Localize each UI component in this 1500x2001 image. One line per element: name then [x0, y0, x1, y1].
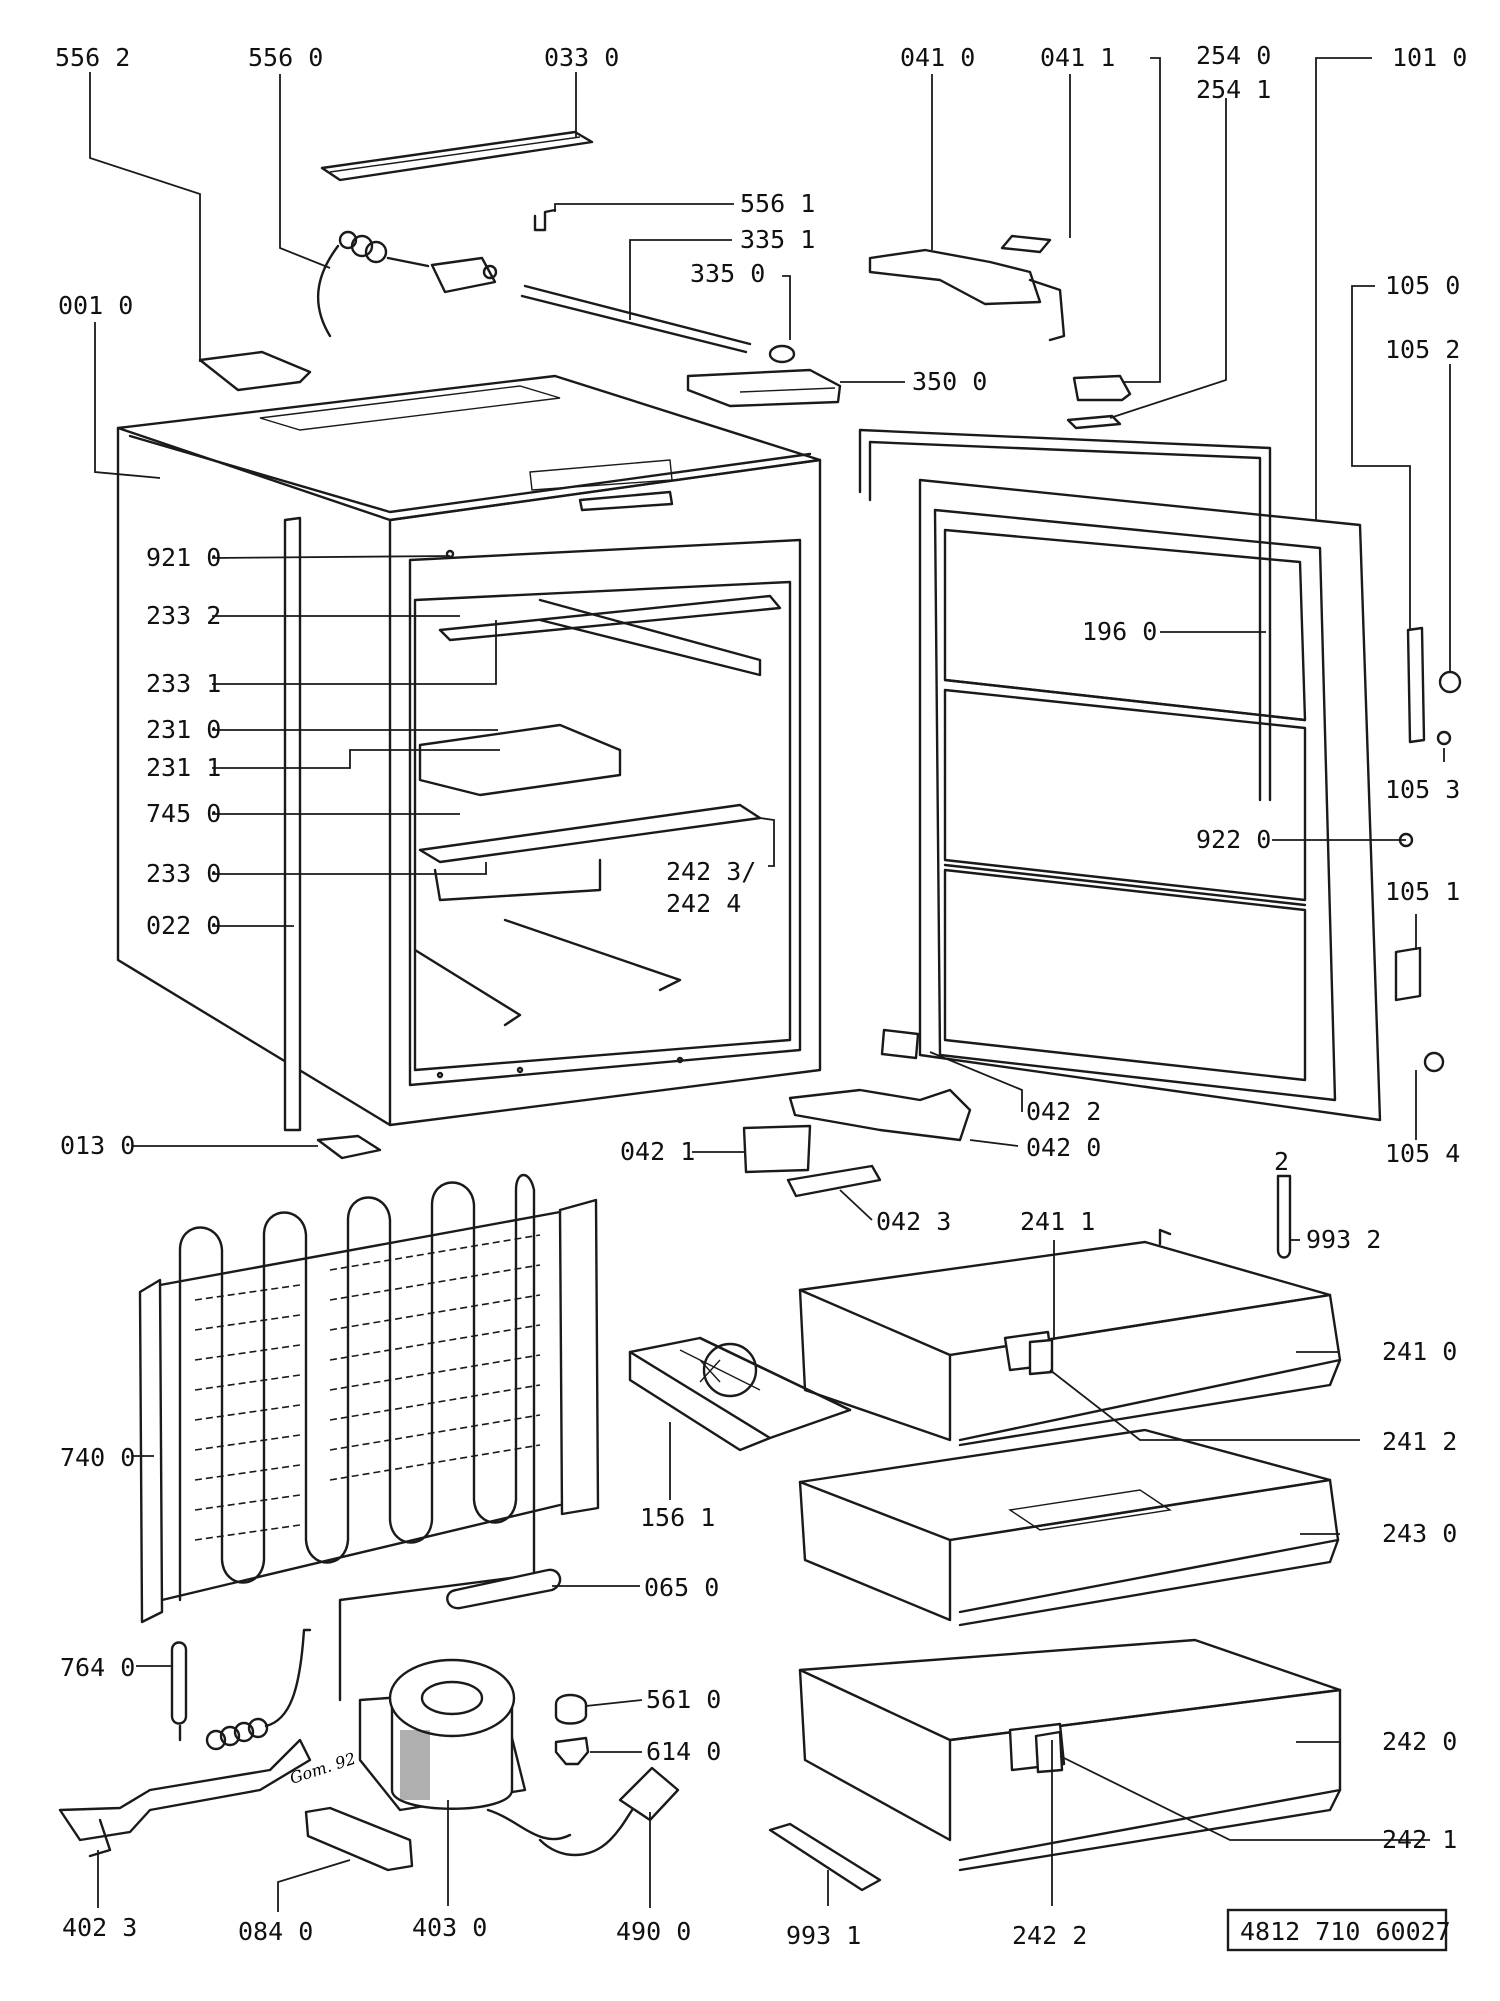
cabinet-drawing [116, 374, 822, 1132]
label-921-0: 921 0 [146, 543, 221, 572]
label-922-0: 922 0 [1196, 825, 1271, 854]
label-041-1: 041 1 [1040, 43, 1115, 72]
label-105-2: 105 2 [1385, 335, 1460, 364]
relay-drawing [554, 1693, 588, 1725]
hinge-cover-lower-drawing [786, 1164, 882, 1198]
label-350-0: 350 0 [912, 367, 987, 396]
compressor-drawing [358, 1658, 572, 1841]
lower-hinge-plate-drawing [1406, 626, 1426, 744]
handle-insert-drawing [1066, 414, 1122, 430]
label-254-0: 254 0 [1196, 41, 1271, 70]
label-490-0: 490 0 [616, 1917, 691, 1946]
document-number-box [1226, 1908, 1448, 1952]
foot-plate-drawing [316, 1134, 382, 1160]
label-105-4: 105 4 [1385, 1139, 1460, 1168]
handle-drawing [1072, 374, 1132, 402]
label-042-1: 042 1 [620, 1137, 695, 1166]
label-105-1: 105 1 [1385, 877, 1460, 906]
label-084-0: 084 0 [238, 1917, 313, 1946]
label-231-0: 231 0 [146, 715, 221, 744]
label-242-2: 242 2 [1012, 1921, 1087, 1950]
label-241-1: 241 1 [1020, 1207, 1095, 1236]
svg-text:2: 2 [1274, 1147, 1289, 1176]
label-993-1: 993 1 [786, 1921, 861, 1950]
condenser-fins [194, 1234, 541, 1541]
label-196-0: 196 0 [1082, 617, 1157, 646]
spacer-block-drawing [304, 1806, 414, 1872]
label-233-0: 233 0 [146, 859, 221, 888]
label-105-0: 105 0 [1385, 271, 1460, 300]
label-254-1: 254 1 [1196, 75, 1271, 104]
label-745-0: 745 0 [146, 799, 221, 828]
shaft-drawing [520, 284, 752, 354]
scraper-drawing [768, 1822, 882, 1892]
label-556-0: 556 0 [248, 43, 323, 72]
top-rail-drawing [320, 130, 594, 182]
door-drawing [918, 478, 1382, 1122]
latch-drawing [1394, 946, 1422, 1002]
label-556-2: 556 2 [55, 43, 130, 72]
thermometer-drawing: 2 [1274, 1147, 1292, 1259]
label-556-1: 556 1 [740, 189, 815, 218]
leader-lines [89, 57, 1451, 1912]
label-156-1: 156 1 [640, 1503, 715, 1532]
clip-drawing [533, 208, 557, 232]
latch-screw-drawing [1423, 1051, 1445, 1073]
label-243-0: 243 0 [1382, 1519, 1457, 1548]
drain-tube-drawing [446, 1568, 562, 1610]
label-042-0: 042 0 [1026, 1133, 1101, 1162]
label-241-0: 241 0 [1382, 1337, 1457, 1366]
label-041-0: 041 0 [900, 43, 975, 72]
label-042-3: 042 3 [876, 1207, 951, 1236]
label-335-1: 335 1 [740, 225, 815, 254]
power-cable-drawing [538, 1766, 680, 1857]
label-614-0: 614 0 [646, 1737, 721, 1766]
label-101-0: 101 0 [1392, 43, 1467, 72]
label-065-0: 065 0 [644, 1573, 719, 1602]
label-993-2: 993 2 [1306, 1225, 1381, 1254]
hinge-cover-drawing [1000, 234, 1052, 254]
label-740-0: 740 0 [60, 1443, 135, 1472]
condenser-drawing [138, 1173, 600, 1702]
door-gasket-drawing [858, 428, 1272, 802]
label-335-0: 335 0 [690, 259, 765, 288]
upper-hinge-drawing [868, 248, 1066, 342]
label-242-3: 242 3/ [666, 857, 756, 886]
control-panel-drawing [686, 368, 842, 408]
label-241-2: 241 2 [1382, 1427, 1457, 1456]
lower-hinge-drawing [788, 1088, 972, 1142]
spacer-drawing [880, 1028, 920, 1060]
hinge-bushing-drawing [742, 1124, 812, 1174]
thermostat-drawing [316, 230, 498, 338]
hinge-pin-drawing [1438, 670, 1462, 694]
label-042-2: 042 2 [1026, 1097, 1101, 1126]
label-242-1: 242 1 [1382, 1825, 1457, 1854]
upper-drawer-drawing [798, 1228, 1342, 1447]
label-001-0: 001 0 [58, 291, 133, 320]
label-561-0: 561 0 [646, 1685, 721, 1714]
thermostat-bracket-drawing [198, 350, 312, 392]
overload-drawing [554, 1736, 590, 1766]
label-233-1: 233 1 [146, 669, 221, 698]
document-number: 4812 710 60027 [1240, 1917, 1451, 1946]
label-013-0: 013 0 [60, 1131, 135, 1160]
middle-drawer-drawing [798, 1428, 1340, 1627]
label-033-0: 033 0 [544, 43, 619, 72]
compressor-bracket-drawing [58, 1738, 312, 1858]
label-105-3: 105 3 [1385, 775, 1460, 804]
knob-drawing [768, 344, 796, 364]
label-764-0: 764 0 [60, 1653, 135, 1682]
label-403-0: 403 0 [412, 1913, 487, 1942]
label-242-0: 242 0 [1382, 1727, 1457, 1756]
label-231-1: 231 1 [146, 753, 221, 782]
washer-drawing [1436, 730, 1452, 746]
label-233-2: 233 2 [146, 601, 221, 630]
label-402-3: 402 3 [62, 1913, 137, 1942]
lower-drawer-drawing [798, 1638, 1342, 1872]
label-022-0: 022 0 [146, 911, 221, 940]
label-242-4: 242 4 [666, 889, 741, 918]
dryer-drawing [170, 1628, 312, 1751]
